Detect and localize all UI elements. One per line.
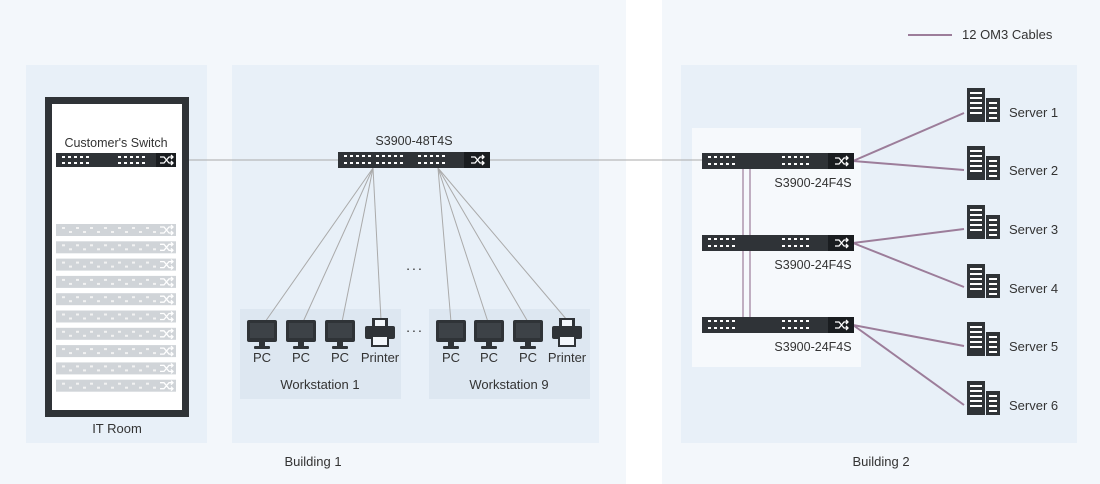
server-2-icon [967, 146, 1000, 180]
link-ws9-pc3 [437, 167, 529, 323]
customers-switch-label: Customer's Switch [64, 136, 168, 150]
link-ws1-pc3 [341, 167, 374, 323]
workstation-1-label: Workstation 1 [280, 377, 360, 392]
b2-switch-2-label: S3900-24F4S [774, 258, 852, 272]
link-ws9-pc1 [437, 167, 452, 323]
building-1-label: Building 1 [284, 454, 342, 469]
fiber-server-2 [852, 160, 965, 171]
rack-blank-unit [56, 275, 176, 288]
server-1-icon [967, 88, 1000, 122]
ws1-pc-1-icon [247, 320, 277, 349]
fiber-server-4 [852, 242, 965, 288]
ws9-device-label: PC [518, 350, 538, 365]
ws1-device-label: PC [330, 350, 350, 365]
b2-switch-1 [702, 153, 854, 169]
rack-blank-unit [56, 310, 176, 323]
ws1-device-label: PC [252, 350, 272, 365]
b2-switch-1-label: S3900-24F4S [774, 176, 852, 190]
fiber-server-3 [852, 228, 965, 244]
ws9-device-label: PC [479, 350, 499, 365]
ws9-device-label: Printer [547, 350, 587, 365]
workstation-9-label: Workstation 9 [469, 377, 549, 392]
fiber-links [852, 112, 965, 406]
link-ws1-pc1 [264, 167, 374, 323]
server-5-label: Server 5 [1009, 339, 1059, 354]
building-2-label: Building 2 [852, 454, 910, 469]
rack-blank-unit [56, 379, 176, 392]
ws9-pc-3-icon [513, 320, 543, 349]
server-5-icon [967, 322, 1000, 356]
server-1-label: Server 1 [1009, 105, 1059, 120]
fiber-server-1 [852, 112, 965, 162]
server-3-icon [967, 205, 1000, 239]
ws1-printer-icon [364, 317, 396, 347]
fiber-server-6 [852, 324, 965, 406]
rack-blank-unit [56, 362, 176, 375]
core-switch-label: S3900-48T4S [375, 134, 453, 148]
server-4-icon [967, 264, 1000, 298]
link-ws1-printer [372, 167, 382, 321]
b2-switch-2 [702, 235, 854, 251]
rack-blank-unit [56, 327, 176, 340]
ws9-printer-icon [551, 317, 583, 347]
rack-blank-units [56, 224, 176, 392]
ws9-device-label: PC [441, 350, 461, 365]
ws1-device-label: Printer [360, 350, 400, 365]
link-ws1-pc2 [302, 167, 374, 323]
rack-blank-unit [56, 293, 176, 306]
customers-switch [56, 153, 176, 167]
server-4-label: Server 4 [1009, 281, 1059, 296]
server-6-label: Server 6 [1009, 398, 1059, 413]
ellipsis-devices: ... [406, 319, 424, 335]
legend-label: 12 OM3 Cables [962, 27, 1053, 42]
rack-blank-unit [56, 241, 176, 254]
rack-blank-unit [56, 258, 176, 271]
ws1-device-label: PC [291, 350, 311, 365]
ws9-pc-2-icon [474, 320, 504, 349]
ws1-pc-2-icon [286, 320, 316, 349]
ellipsis-top: ... [406, 257, 424, 273]
fiber-server-5 [852, 324, 965, 347]
link-ws9-pc2 [437, 167, 489, 323]
it-room-label: IT Room [92, 421, 142, 436]
rack-blank-unit [56, 345, 176, 358]
link-ws9-printer [437, 167, 568, 321]
b2-switch-3 [702, 317, 854, 333]
b2-switch-3-label: S3900-24F4S [774, 340, 852, 354]
server-3-label: Server 3 [1009, 222, 1059, 237]
rack-blank-unit [56, 224, 176, 236]
ws1-pc-3-icon [325, 320, 355, 349]
server-2-label: Server 2 [1009, 163, 1059, 178]
core-switch [338, 152, 490, 168]
copper-links [178, 159, 702, 323]
ws9-pc-1-icon [436, 320, 466, 349]
server-6-icon [967, 381, 1000, 415]
